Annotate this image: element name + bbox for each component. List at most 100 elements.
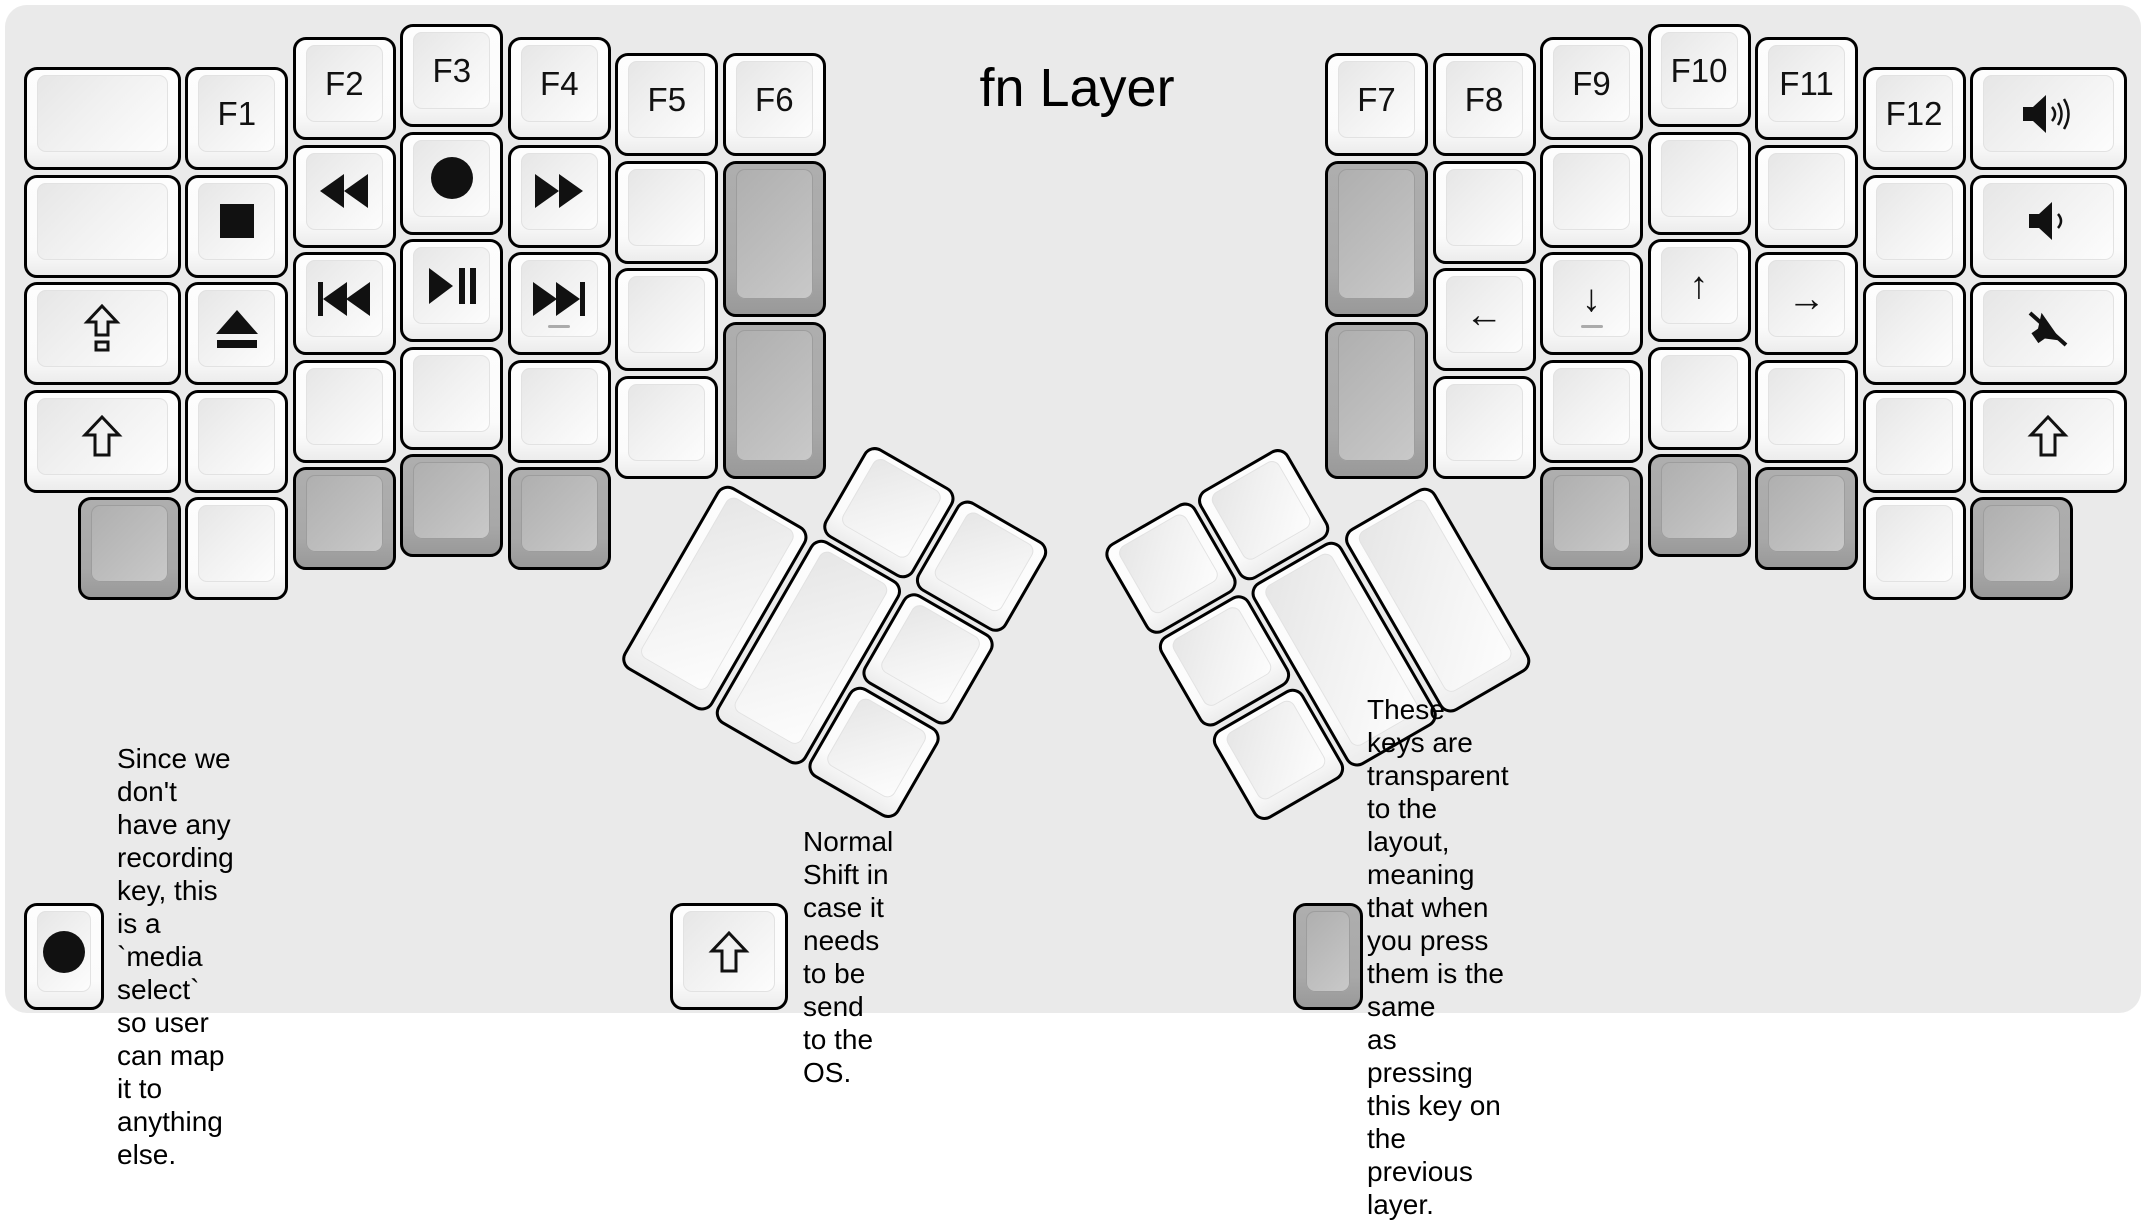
key-transparent[interactable]: [1325, 160, 1428, 318]
key-f12[interactable]: F12: [1862, 67, 1966, 170]
key-label: F7: [1357, 81, 1396, 118]
key-f3[interactable]: F3: [400, 24, 504, 127]
key-blank[interactable]: [1862, 174, 1966, 278]
key-label: ↑: [1689, 264, 1709, 307]
keycap-top: [1168, 604, 1274, 710]
keycap-top: [520, 152, 598, 230]
key-f7[interactable]: F7: [1325, 53, 1428, 156]
key-arrow-down[interactable]: ↓: [1540, 252, 1643, 356]
key-blank[interactable]: [1540, 144, 1643, 248]
keycap-top: F10: [1660, 32, 1738, 109]
keycap-top: [413, 462, 491, 539]
key-volume-down[interactable]: [1970, 174, 2127, 278]
key-f10[interactable]: F10: [1647, 24, 1751, 127]
key-blank[interactable]: [24, 174, 181, 278]
keycap-top: [1768, 152, 1845, 230]
key-blank[interactable]: [615, 268, 719, 371]
key-blank[interactable]: [1862, 282, 1966, 385]
shift-icon: [708, 930, 750, 974]
key-transparent[interactable]: [400, 454, 504, 557]
key-f11[interactable]: F11: [1755, 37, 1858, 141]
key-label: F3: [432, 52, 472, 89]
key-blank[interactable]: [1540, 359, 1643, 463]
key-transparent[interactable]: [1325, 321, 1428, 479]
key-volume-up[interactable]: [1970, 67, 2127, 170]
keycap-top: [520, 260, 598, 338]
key-blank[interactable]: [1647, 346, 1751, 450]
keycap-top: [520, 475, 598, 553]
keycap-top: F11: [1768, 45, 1845, 123]
key-arrow-up[interactable]: ↑: [1647, 239, 1751, 342]
key-blank[interactable]: [400, 346, 504, 450]
key-rewind[interactable]: [292, 144, 396, 248]
keycap-top: [824, 694, 930, 801]
key-blank[interactable]: [185, 497, 289, 600]
key-blank[interactable]: [507, 359, 611, 463]
key-f4[interactable]: F4: [507, 37, 611, 141]
key-media-select[interactable]: [400, 131, 504, 235]
keycap-top: [1114, 510, 1220, 617]
keycap-top: [1660, 354, 1738, 432]
key-blank[interactable]: [615, 160, 719, 264]
key-transparent[interactable]: [1540, 467, 1643, 571]
key-play-pause[interactable]: [400, 239, 504, 342]
keycap-top: [1983, 75, 2114, 152]
key-shift-left[interactable]: [24, 389, 181, 493]
key-transparent[interactable]: [292, 467, 396, 571]
key-blank[interactable]: [1862, 497, 1966, 600]
keycap-top: [1875, 290, 1953, 367]
keycap-top: [413, 247, 491, 324]
key-f2[interactable]: F2: [292, 37, 396, 141]
key-f9[interactable]: F9: [1540, 37, 1643, 141]
keycap-top: [413, 139, 491, 217]
mute-icon: [2025, 308, 2071, 350]
keycap-top: [735, 329, 813, 461]
key-shift-right[interactable]: [1970, 389, 2127, 493]
key-arrow-left[interactable]: ←: [1432, 268, 1536, 371]
key-transparent[interactable]: [722, 321, 826, 479]
key-blank[interactable]: [24, 67, 181, 170]
key-label: →: [1787, 277, 1826, 320]
legend-key-media-select: [24, 903, 104, 1010]
key-blank[interactable]: [615, 375, 719, 479]
keycap-top: [1553, 475, 1630, 553]
key-label: F10: [1670, 52, 1728, 89]
keycap-top: [198, 505, 276, 582]
key-f5[interactable]: F5: [615, 53, 719, 156]
key-transparent[interactable]: [1970, 497, 2073, 600]
key-transparent[interactable]: [1755, 467, 1858, 571]
key-blank[interactable]: [1755, 144, 1858, 248]
key-f1[interactable]: F1: [185, 67, 289, 170]
keycap-top: [628, 168, 706, 246]
keycap-top: [628, 276, 706, 353]
key-prev-track[interactable]: [292, 252, 396, 356]
key-blank[interactable]: [1432, 160, 1536, 264]
key-blank[interactable]: [1862, 389, 1966, 493]
key-eject[interactable]: [185, 282, 289, 385]
key-transparent[interactable]: [507, 467, 611, 571]
keycap-top: F6: [735, 61, 813, 138]
keycap-top: [877, 601, 983, 708]
key-mute[interactable]: [1970, 282, 2127, 385]
key-blank[interactable]: [1432, 375, 1536, 479]
key-blank[interactable]: [1755, 359, 1858, 463]
key-blank[interactable]: [1647, 131, 1751, 235]
key-blank[interactable]: [292, 359, 396, 463]
key-arrow-right[interactable]: →: [1755, 252, 1858, 356]
key-f6[interactable]: F6: [722, 53, 826, 156]
keycap-top: [1553, 367, 1630, 445]
key-transparent[interactable]: [1647, 454, 1751, 557]
keycap-top: [1768, 367, 1845, 445]
key-f8[interactable]: F8: [1432, 53, 1536, 156]
key-next-track[interactable]: [507, 252, 611, 356]
eject-icon: [214, 309, 260, 349]
legend-key-transparent: [1293, 903, 1363, 1010]
key-blank[interactable]: [185, 389, 289, 493]
key-transparent[interactable]: [722, 160, 826, 318]
keycap-top: F12: [1875, 75, 1953, 152]
key-media-stop[interactable]: [185, 174, 289, 278]
key-label: F8: [1464, 81, 1504, 118]
key-transparent[interactable]: [77, 497, 181, 600]
key-caps-lock[interactable]: [24, 282, 181, 385]
key-fast-forward[interactable]: [507, 144, 611, 248]
